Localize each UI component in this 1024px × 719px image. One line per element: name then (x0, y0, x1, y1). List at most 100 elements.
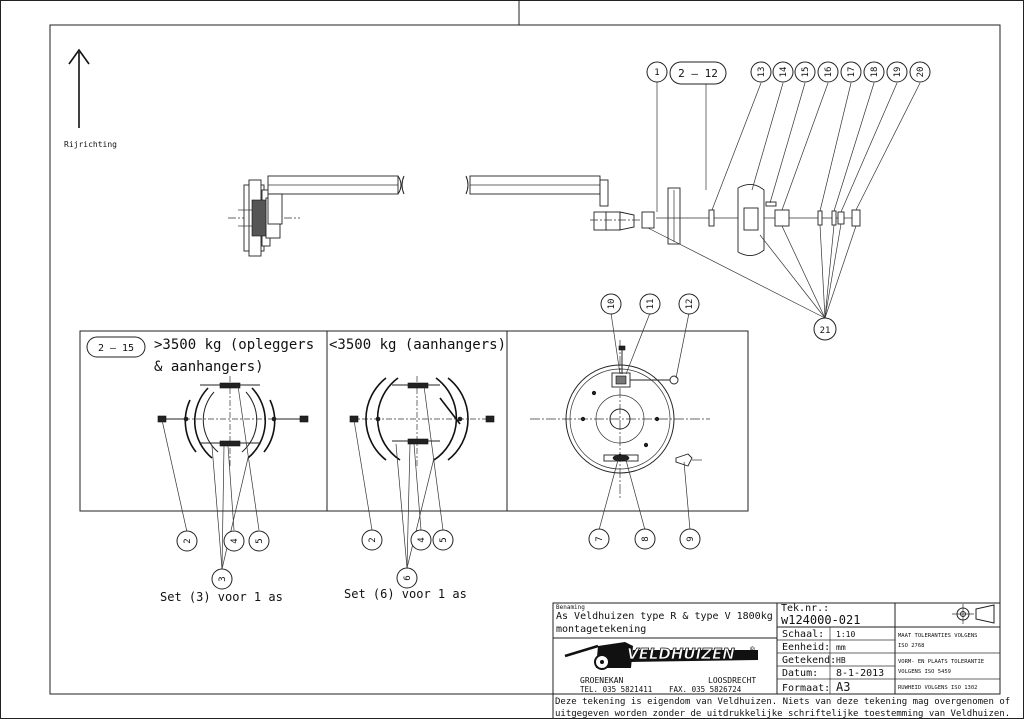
brake-panels (79, 330, 749, 512)
svg-text:21: 21 (820, 326, 831, 336)
balloon-18: 18 (863, 61, 885, 83)
benaming-line1: As Veldhuizen type R & type V 1800kg (556, 611, 773, 622)
formaat-value: A3 (836, 680, 850, 694)
footer-line2: uitgegeven worden zonder de uitdrukkelij… (555, 709, 1010, 719)
tolerance-3: RUWHEID VOLGENS ISO 1302 (898, 685, 977, 691)
svg-text:1: 1 (654, 68, 659, 78)
svg-text:10: 10 (607, 299, 617, 310)
benaming-label: Benaming (556, 604, 585, 611)
teknr-label: Tek.nr.: (781, 603, 829, 614)
city-right: LOOSDRECHT (708, 676, 756, 685)
svg-text:4: 4 (417, 537, 427, 542)
heavy-panel-leaders (161, 385, 260, 570)
svg-text:17: 17 (847, 67, 857, 78)
tolerance-2-line2: VOLGENS ISO 5459 (898, 669, 951, 675)
company-logo: VELDHUIZEN ® (564, 642, 758, 670)
balloon-8: 8 (634, 528, 656, 550)
light-brake-shoes (349, 376, 495, 466)
balloon-9: 9 (679, 528, 701, 550)
benaming-line2: montagetekening (556, 624, 646, 635)
company-tel: TEL. 035 5821411 (580, 685, 652, 694)
title-block (552, 602, 1001, 719)
balloon-11: 11 (639, 293, 661, 315)
balloon-20: 20 (909, 61, 931, 83)
datum-value: 8-1-2013 (836, 668, 884, 679)
teknr-value: w124000-021 (781, 613, 860, 627)
svg-text:2: 2 (183, 538, 193, 543)
svg-text:5: 5 (439, 537, 449, 542)
heavy-brake-shoes (157, 376, 309, 466)
balloon-10: 10 (600, 293, 622, 315)
set-label-left: Set (3) voor 1 as (160, 590, 283, 604)
backplate-leaders (598, 312, 691, 531)
balloon-19: 19 (886, 61, 908, 83)
left-balloon-4: 4 (223, 530, 245, 552)
svg-text:3: 3 (218, 576, 228, 581)
svg-text:13: 13 (757, 67, 767, 78)
eenheid-label: Eenheid: (782, 642, 830, 653)
svg-text:12: 12 (685, 299, 695, 310)
light-panel-title: <3500 kg (aanhangers) (329, 337, 506, 353)
svg-text:2 — 15: 2 — 15 (98, 343, 134, 354)
heavy-panel-title-line1: >3500 kg (opleggers (154, 337, 314, 353)
set-label-mid: Set (6) voor 1 as (344, 587, 467, 601)
svg-text:9: 9 (686, 536, 696, 541)
left-balloon-2: 2 (176, 530, 198, 552)
projection-symbol-icon (952, 604, 995, 624)
svg-text:6: 6 (403, 575, 413, 580)
company-reg-mark: ® (750, 645, 755, 654)
tolerance-2-line1: VORM- EN PLAATS TOLERANTIE (898, 659, 984, 665)
svg-text:19: 19 (893, 67, 903, 78)
eenheid-value: mm (836, 643, 846, 652)
getekend-value: HB (836, 656, 846, 665)
svg-text:2 — 12: 2 — 12 (678, 67, 718, 80)
tolerance-1-line2: ISO 2768 (898, 643, 925, 649)
balloon-17: 17 (840, 61, 862, 83)
mid-balloon-4: 4 (410, 529, 432, 551)
direction-arrow-icon (68, 48, 90, 128)
mid-balloon-2: 2 (361, 529, 383, 551)
getekend-label: Getekend: (782, 655, 836, 666)
balloon-1: 1 (646, 61, 668, 83)
axle-exploded-view (228, 82, 921, 319)
left-balloon-5: 5 (248, 530, 270, 552)
brake-backplate (530, 340, 710, 500)
company-fax: FAX. 035 5826724 (669, 685, 742, 694)
tolerance-1-line1: MAAT TOLERANTIES VOLGENS (898, 633, 977, 639)
svg-text:5: 5 (255, 538, 265, 543)
company-name: VELDHUIZEN (627, 645, 735, 663)
heavy-panel-title-line2: & aanhangers) (154, 359, 264, 375)
svg-text:16: 16 (824, 67, 834, 78)
direction-label: Rijrichting (64, 140, 117, 149)
drawing-frame (49, 24, 1001, 695)
svg-text:4: 4 (230, 538, 240, 543)
balloon-12: 12 (678, 293, 700, 315)
balloon-16: 16 (817, 61, 839, 83)
balloon-7: 7 (588, 528, 610, 550)
svg-text:7: 7 (595, 536, 605, 541)
balloon-13: 13 (750, 61, 772, 83)
formaat-label: Formaat: (782, 683, 830, 694)
mid-balloon-5: 5 (432, 529, 454, 551)
svg-text:11: 11 (646, 299, 656, 310)
schaal-label: Schaal: (782, 629, 824, 640)
footer-line1: Deze tekening is eigendom van Veldhuizen… (555, 697, 1010, 707)
svg-text:15: 15 (801, 67, 811, 78)
svg-text:2: 2 (368, 537, 378, 542)
left-balloon-3: 3 (211, 568, 233, 590)
light-panel-leaders (353, 385, 444, 569)
svg-text:8: 8 (641, 536, 651, 541)
datum-label: Datum: (782, 668, 818, 679)
svg-text:14: 14 (779, 67, 789, 78)
city-left: GROENEKAN (580, 676, 624, 685)
balloon-21: 21 (813, 317, 837, 341)
svg-text:20: 20 (916, 67, 926, 78)
schaal-value: 1:10 (836, 630, 855, 639)
balloon-15: 15 (794, 61, 816, 83)
balloon-14: 14 (772, 61, 794, 83)
balloon-2-15: 2 — 15 (86, 336, 146, 358)
mid-balloon-6: 6 (396, 567, 418, 589)
balloon-2-12: 2 — 12 (669, 61, 727, 85)
svg-text:18: 18 (870, 67, 880, 78)
